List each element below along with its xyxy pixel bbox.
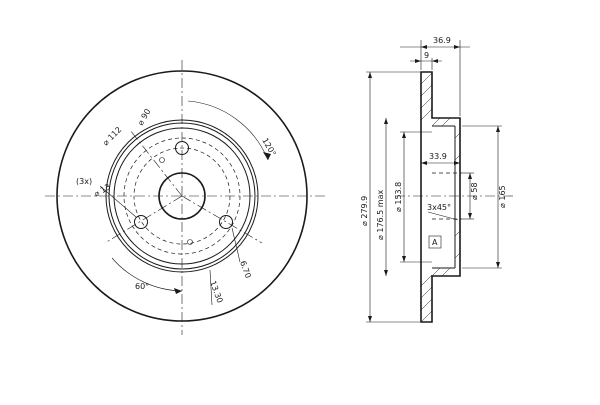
label-width-36-9: 36.9 xyxy=(433,36,451,45)
arrow-36-9-left xyxy=(421,45,427,49)
center-line-diag-2 xyxy=(181,195,263,244)
label-dia-153-8: ⌀ 153.8 xyxy=(394,182,403,212)
arrow-33-9-right xyxy=(454,161,460,165)
label-dia-58: ⌀ 58 xyxy=(470,182,479,200)
angle-120-arrow xyxy=(263,152,271,160)
bolt-hole-left xyxy=(134,215,148,229)
label-thick-9: 9 xyxy=(424,51,429,60)
label-dia-176-5: ⌀ 176.5 max xyxy=(376,190,385,241)
side-view: 36.9 9 ⌀ 279.9 ⌀ 176.5 max ⌀ 153.8 33.9 … xyxy=(360,36,515,323)
label-dia-90: ⌀ 90 xyxy=(136,107,153,127)
label-depth-33-9: 33.9 xyxy=(429,152,447,161)
center-line-diag-3 xyxy=(129,129,183,197)
arrow-153-8-bottom xyxy=(402,256,406,262)
arrow-279-9-top xyxy=(368,72,372,78)
label-dia-165: ⌀ 165 xyxy=(498,185,507,208)
arrow-58-top xyxy=(468,173,472,179)
marker-a-box xyxy=(428,235,442,249)
arrow-176-5-top xyxy=(384,118,388,124)
marker-hole-2 xyxy=(187,239,193,245)
arrow-176-5-bottom xyxy=(384,270,388,276)
arrow-165-top xyxy=(496,126,500,132)
center-line-diag-1 xyxy=(104,195,183,244)
leader-6-70 xyxy=(231,227,241,263)
disc-section-profile xyxy=(420,71,461,323)
arrow-33-9-left xyxy=(421,161,427,165)
label-angle-60: 60° xyxy=(135,282,149,291)
arrow-36-9-right xyxy=(454,45,460,49)
leader-dia-13 xyxy=(99,185,137,218)
bolt-hole-right xyxy=(219,215,233,229)
leader-chamfer xyxy=(427,211,459,221)
label-dim-6-70: 6.70 xyxy=(238,260,253,280)
arrow-9-right xyxy=(432,59,438,63)
label-dia-279-9: ⌀ 279.9 xyxy=(360,196,369,226)
label-marker-a: A xyxy=(432,238,438,247)
arrow-153-8-top xyxy=(402,132,406,138)
marker-hole-1 xyxy=(159,157,165,163)
arrow-165-bottom xyxy=(496,262,500,268)
arrow-279-9-bottom xyxy=(368,316,372,322)
leader-13-30 xyxy=(209,269,213,306)
label-dim-13-30: 13.30 xyxy=(208,280,224,305)
label-holes-3x: (3x) xyxy=(76,177,92,186)
angle-60-arc xyxy=(111,257,183,292)
label-dia-112: ⌀ 112 xyxy=(101,125,123,147)
arrow-58-bottom xyxy=(468,213,472,219)
front-view: ⌀ 90 ⌀ 112 120° (3x) ⌀ 13 6.70 13.30 60° xyxy=(45,60,325,335)
angle-120-arc xyxy=(187,100,269,161)
label-angle-120: 120° xyxy=(260,137,277,158)
angle-60-arrow xyxy=(174,288,182,294)
section-hatching xyxy=(420,72,461,323)
label-chamfer: 3x45° xyxy=(427,203,451,212)
arrow-9-left xyxy=(415,59,421,63)
